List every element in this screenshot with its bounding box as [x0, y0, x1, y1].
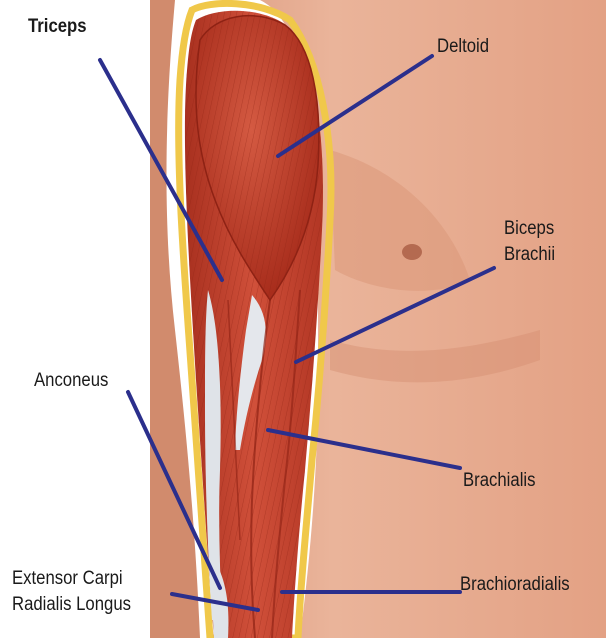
- label-deltoid: Deltoid: [437, 34, 489, 60]
- label-triceps: Triceps: [28, 14, 87, 40]
- nipple: [402, 244, 422, 260]
- label-extensor-line-1: Extensor Carpi: [12, 566, 131, 592]
- label-biceps-brachii: Biceps Brachii: [504, 216, 555, 268]
- label-biceps-brachii-line-1: Biceps: [504, 216, 555, 242]
- label-extensor-line-2: Radialis Longus: [12, 592, 131, 618]
- label-brachioradialis: Brachioradialis: [460, 572, 570, 598]
- label-brachialis: Brachialis: [463, 468, 535, 494]
- label-extensor-carpi-radialis-longus: Extensor Carpi Radialis Longus: [12, 566, 131, 618]
- label-anconeus: Anconeus: [34, 368, 108, 394]
- label-biceps-brachii-line-2: Brachii: [504, 242, 555, 268]
